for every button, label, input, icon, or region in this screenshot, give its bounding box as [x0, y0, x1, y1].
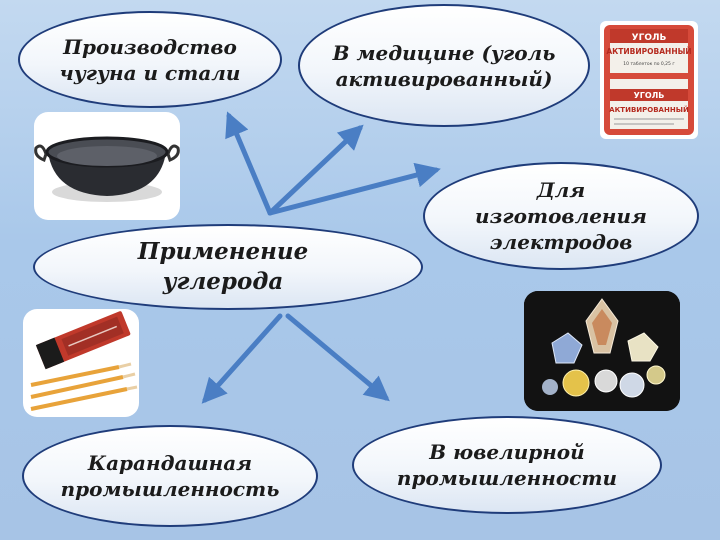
pencils-image	[23, 309, 139, 417]
branch-electrodes: Для изготовления электродов	[423, 162, 699, 270]
arrow-to-electrodes	[267, 162, 441, 216]
branch-jewelry-industry: В ювелирной промышленности	[352, 416, 662, 514]
activated-carbon-pack-image: УГОЛЬ АКТИВИРОВАННЫЙ 10 таблеток по 0,25…	[600, 21, 698, 139]
carbon-dose-text: 10 таблеток по 0,25 г	[623, 61, 675, 67]
arrow-to-jewelry	[285, 313, 390, 402]
arrow-to-pencils	[201, 313, 283, 404]
carbon-brand-text: УГОЛЬ	[632, 33, 667, 43]
branch-steel-production: Производство чугуна и стали	[18, 11, 282, 108]
carbon-brand-subtext-2: АКТИВИРОВАННЫЙ	[609, 105, 689, 114]
center-node-label: Применение углерода	[137, 238, 309, 295]
branch-steel-label: Производство чугуна и стали	[59, 34, 241, 85]
gemstones-image	[524, 291, 680, 411]
branch-pencil-label: Карандашная промышленность	[60, 451, 280, 501]
branch-medicine: В медицине (уголь активированный)	[298, 4, 590, 127]
frying-pan-image	[34, 112, 180, 220]
branch-electrodes-label: Для изготовления электродов	[475, 178, 647, 254]
carbon-brand-subtext: АКТИВИРОВАННЫЙ	[606, 47, 691, 56]
center-node: Применение углерода	[33, 224, 423, 310]
carbon-brand-text-2: УГОЛЬ	[634, 91, 665, 100]
arrow-to-steel	[225, 111, 273, 216]
arrow-to-medicine	[267, 124, 364, 216]
branch-jewelry-label: В ювелирной промышленности	[396, 440, 618, 490]
branch-pencil-industry: Карандашная промышленность	[22, 425, 318, 527]
branch-medicine-label: В медицине (уголь активированный)	[332, 40, 556, 91]
